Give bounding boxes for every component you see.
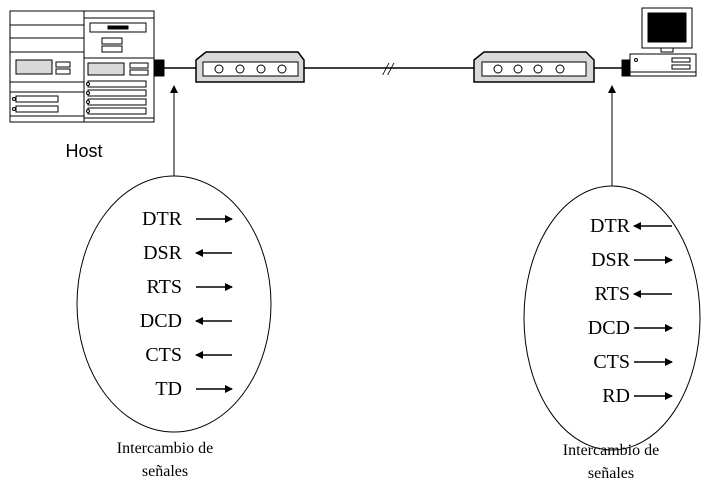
left-signal-list: DTR DSR RTS DCD CTS TD xyxy=(140,208,233,400)
serial-port-left xyxy=(153,59,165,77)
signal-label: DSR xyxy=(591,249,631,271)
signal-label: RTS xyxy=(595,283,630,305)
signals-ellipse-right xyxy=(523,185,701,451)
signal-label: DCD xyxy=(140,310,182,332)
right-signal-list: DTR DSR RTS DCD CTS RD xyxy=(588,215,673,407)
signal-label: DTR xyxy=(590,215,631,237)
left-caption-line1: Intercambio de xyxy=(117,440,213,457)
line-break-mark: // xyxy=(382,59,395,79)
signal-label: CTS xyxy=(593,351,630,373)
right-caption-line1: Intercambio de xyxy=(563,442,659,459)
serial-port-right xyxy=(621,59,631,77)
terminal-computer-icon xyxy=(621,7,697,77)
modem-right-icon xyxy=(473,51,595,83)
signal-label: RTS xyxy=(147,276,182,298)
signal-label: DCD xyxy=(588,317,630,339)
signal-label: TD xyxy=(155,378,182,400)
signal-label: DSR xyxy=(143,242,183,264)
left-caption-line2: señales xyxy=(142,463,188,480)
host-label: Host xyxy=(65,141,102,161)
signal-label: RD xyxy=(602,385,630,407)
modem-left-icon xyxy=(195,51,305,83)
signals-ellipse-left xyxy=(76,175,272,433)
signal-label: CTS xyxy=(145,344,182,366)
host-computer-icon xyxy=(9,10,165,123)
signal-label: DTR xyxy=(142,208,183,230)
right-caption-line2: señales xyxy=(588,465,634,482)
